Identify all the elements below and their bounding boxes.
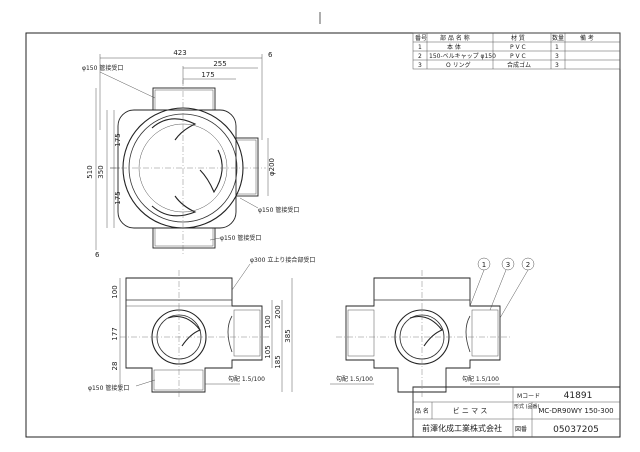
dim-width-total: 423 xyxy=(173,49,186,57)
dim-right-base: 185 xyxy=(274,355,282,368)
dim-offset: 255 xyxy=(213,60,226,68)
balloon-1: 1 xyxy=(482,261,486,269)
dim-middle: 177 xyxy=(111,327,119,340)
parts-table: 番号 部 品 名 称 材 質 数量 備 考 1 本 体 P V C 1 2 15… xyxy=(412,32,621,70)
balloon-3: 3 xyxy=(506,261,510,269)
label-riser-socket: φ300 立上り接合部受口 xyxy=(250,256,315,264)
table-row-3-material: 合成ゴム xyxy=(507,61,531,69)
table-row-1-name: 本 体 xyxy=(447,43,461,51)
table-header-qty: 数量 xyxy=(552,34,564,42)
label-bottom-socket: φ150 管接受口 xyxy=(220,234,261,242)
table-row-2-material: P V C xyxy=(510,53,526,60)
top-view: 423 6 255 175 510 350 175 175 6 φ200 φ15… xyxy=(82,49,299,259)
dim-bottom: 28 xyxy=(111,362,119,371)
dim-right-upper: 100 xyxy=(264,315,272,328)
m-code-value: 41891 xyxy=(564,391,593,401)
company-name: 前澤化成工業株式会社 xyxy=(422,423,502,433)
table-header-note: 備 考 xyxy=(580,34,594,42)
drawing-no-label: 図番 xyxy=(515,426,527,433)
table-row-2-qty: 3 xyxy=(555,53,559,60)
table-row-2-name: 150-ベルキャップ φ150 xyxy=(429,53,496,60)
model-value: MC-DR90WY 150-300 xyxy=(538,407,613,415)
label-right-socket: φ150 管接受口 xyxy=(258,206,299,214)
label-slope-side-right: 勾配 1.5/100 xyxy=(462,375,499,383)
dim-diameter-side: φ200 xyxy=(268,158,276,176)
table-row-1-material: P V C xyxy=(510,44,526,51)
dim-inner: 175 xyxy=(201,71,214,79)
table-row-2-no: 2 xyxy=(418,53,422,60)
drawing-no-value: 05037205 xyxy=(553,425,599,435)
dim-lower-half: 175 xyxy=(114,191,122,204)
dim-right-lower: 105 xyxy=(264,345,272,358)
model-label: 形式 (品番) xyxy=(514,403,540,410)
table-row-3-name: O リング xyxy=(446,61,471,69)
table-row-1-no: 1 xyxy=(418,44,422,51)
drawing-frame xyxy=(25,32,621,438)
dim-total-385: 385 xyxy=(284,329,292,342)
table-header-material: 材 質 xyxy=(511,34,525,42)
m-code-label: Mコード xyxy=(517,393,540,400)
table-row-3-no: 3 xyxy=(418,62,422,69)
table-row-3-qty: 3 xyxy=(555,62,559,69)
balloon-2: 2 xyxy=(526,261,530,269)
dim-top: 100 xyxy=(111,285,119,298)
dim-inner-200: 200 xyxy=(274,305,282,318)
dim-bottom-gap: 6 xyxy=(95,251,100,259)
label-outlet: φ150 管接受口 xyxy=(88,384,129,392)
dim-height-inner: 350 xyxy=(97,165,105,178)
name-value: ビ ニ マ ス xyxy=(453,406,488,415)
dim-gap-top: 6 xyxy=(268,51,273,59)
name-label: 品 名 xyxy=(415,407,429,415)
dim-height-total: 510 xyxy=(86,165,94,178)
side-view: 1 3 2 勾配 1.5/100 勾配 1.5/100 xyxy=(330,257,535,398)
label-top-socket: φ150 管接受口 xyxy=(82,64,123,72)
front-view: 100 177 28 100 105 200 185 385 φ300 立上り接… xyxy=(88,256,315,398)
table-header-name: 部 品 名 称 xyxy=(440,34,470,42)
label-slope-front: 勾配 1.5/100 xyxy=(228,375,265,383)
table-header-no: 番号 xyxy=(415,35,427,42)
label-slope-side-left: 勾配 1.5/100 xyxy=(336,375,373,383)
title-block: Mコード 41891 品 名 ビ ニ マ ス 形式 (品番) MC-DR90WY… xyxy=(412,386,621,438)
table-row-1-qty: 1 xyxy=(555,44,559,51)
dim-upper-half: 175 xyxy=(114,133,122,146)
